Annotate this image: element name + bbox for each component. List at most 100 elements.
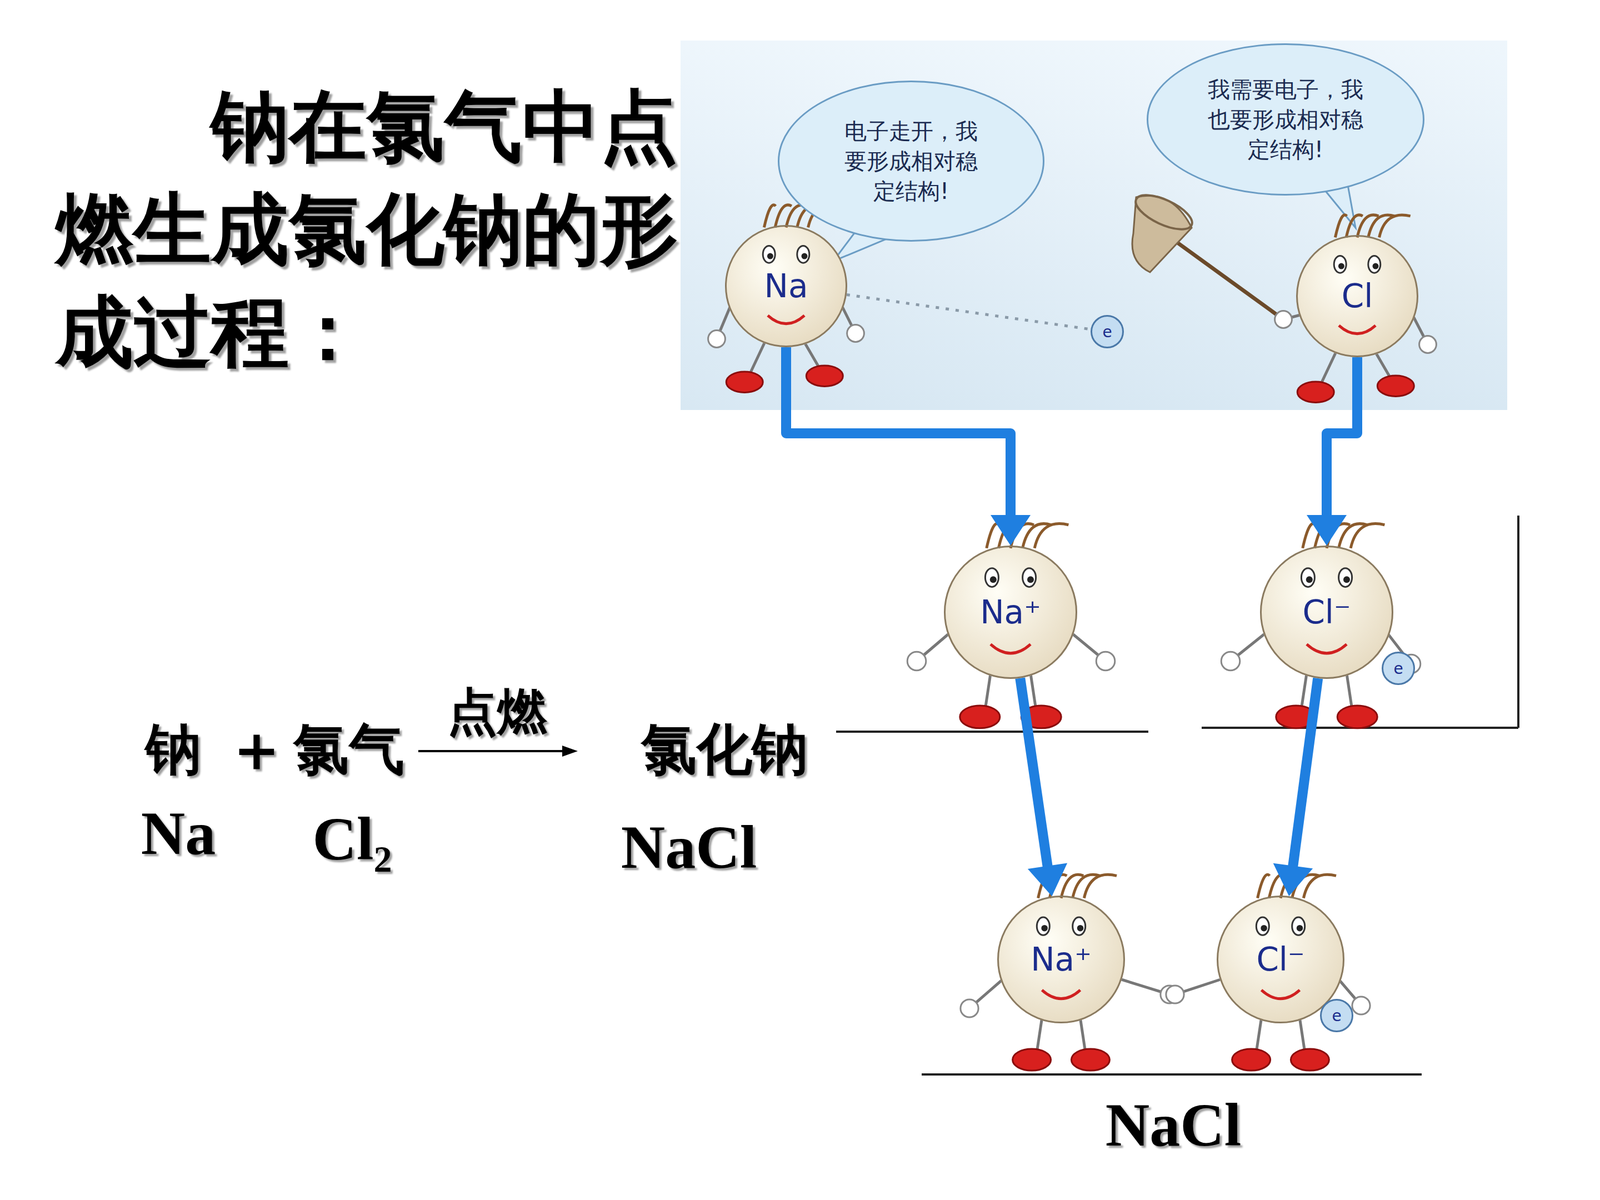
glove xyxy=(1221,651,1240,671)
arrowhead xyxy=(1273,863,1313,897)
eye xyxy=(1072,917,1086,935)
glove xyxy=(907,651,927,671)
net-handle xyxy=(1172,238,1284,320)
hair xyxy=(1302,523,1316,549)
connector-line xyxy=(1020,678,1048,869)
leg xyxy=(1301,673,1307,709)
head-fill xyxy=(725,225,848,348)
hair xyxy=(986,523,1000,549)
cartoon-body xyxy=(1166,874,1370,1071)
glove xyxy=(1419,336,1437,354)
red-shoe xyxy=(1297,381,1334,403)
glove xyxy=(1096,651,1115,671)
reaction-arrow xyxy=(418,750,567,753)
leg xyxy=(1375,352,1392,379)
smile xyxy=(1042,990,1081,999)
symbol-text: e xyxy=(1102,322,1112,342)
glove xyxy=(1352,996,1370,1015)
eye xyxy=(1333,255,1347,273)
glove xyxy=(708,330,726,348)
ion-head: Cl⁻ xyxy=(1260,545,1394,679)
head-fill xyxy=(943,545,1078,679)
eye xyxy=(1338,568,1353,588)
smile xyxy=(767,315,805,324)
red-shoe xyxy=(806,365,843,387)
leg xyxy=(1036,1018,1042,1053)
eye xyxy=(797,245,810,263)
eye xyxy=(762,245,775,263)
leg xyxy=(804,342,820,369)
cartoon-body xyxy=(960,874,1179,1071)
block-arrow xyxy=(1273,678,1319,897)
chemical-formula: Na xyxy=(141,798,216,869)
arrowhead xyxy=(1306,515,1347,546)
pupil xyxy=(1260,925,1268,932)
symbol-text: Cl⁻ xyxy=(1256,940,1305,979)
frame-line xyxy=(1517,515,1520,728)
electron-trail xyxy=(846,294,1091,329)
glove xyxy=(960,999,979,1018)
glove xyxy=(1166,985,1184,1004)
symbol-text: Na⁺ xyxy=(980,593,1042,632)
head-fill xyxy=(1260,545,1394,679)
pupil xyxy=(1027,576,1034,583)
speech-bubble: 电子走开，我要形成相对稳定结构! xyxy=(777,80,1045,242)
hair xyxy=(1350,523,1385,549)
pupil xyxy=(1296,925,1304,932)
red-shoe xyxy=(1377,375,1414,397)
pupil xyxy=(1041,925,1048,932)
top-panel xyxy=(680,40,1508,410)
hair xyxy=(1257,874,1270,898)
butterfly-net xyxy=(1132,195,1192,273)
eye xyxy=(1036,917,1050,935)
speech-text: 电子走开，我要形成相对稳定结构! xyxy=(838,116,984,207)
chemical-formula: Cl₂ xyxy=(312,803,393,875)
pupil xyxy=(1338,263,1345,270)
pupil xyxy=(801,253,808,260)
cartoon-body xyxy=(907,523,1115,729)
eye xyxy=(1301,568,1315,588)
eye xyxy=(1022,568,1037,588)
underline xyxy=(921,1073,1422,1076)
hair xyxy=(1379,215,1411,238)
plus-sign: + xyxy=(233,717,280,783)
underline xyxy=(836,730,1149,733)
symbol-text: Na xyxy=(764,267,809,305)
ion-head: Na⁺ xyxy=(997,895,1125,1024)
red-shoe xyxy=(1012,1048,1052,1071)
speech-bubble: 我需要电子，我也要形成相对稳定结构! xyxy=(1146,43,1425,197)
cartoon-body xyxy=(1221,523,1421,729)
pupil xyxy=(1306,576,1313,583)
pupil xyxy=(1372,263,1379,270)
connector-line xyxy=(1292,678,1318,868)
hair xyxy=(1335,215,1347,238)
hair xyxy=(763,205,776,228)
block-arrow xyxy=(786,347,1031,546)
block-arrow xyxy=(1306,357,1358,546)
electron: e xyxy=(1381,651,1415,685)
red-shoe xyxy=(1337,705,1378,729)
atom-head: Na xyxy=(725,225,848,348)
reaction-arrowhead xyxy=(562,745,578,757)
slide-title: 钠在氯气中点燃生成氯化钠的形成过程： xyxy=(55,75,706,384)
red-shoe xyxy=(960,705,1000,729)
pupil xyxy=(1343,576,1350,583)
symbol-text: e xyxy=(1331,1006,1342,1025)
eye xyxy=(1256,917,1269,935)
chemical-formula: NaCl xyxy=(1105,1090,1242,1161)
symbol-text: Cl⁻ xyxy=(1302,593,1351,632)
reaction-condition: 点燃 xyxy=(447,678,548,747)
speech-text: 我需要电子，我也要形成相对稳定结构! xyxy=(1202,74,1369,165)
symbol-text: Na⁺ xyxy=(1030,940,1092,979)
leg xyxy=(749,342,765,375)
electron: e xyxy=(1320,998,1354,1033)
pupil xyxy=(1077,925,1084,932)
symbol-text: e xyxy=(1393,659,1403,678)
leg xyxy=(985,673,991,709)
smile xyxy=(1261,990,1300,999)
head-fill xyxy=(1296,235,1419,358)
eye xyxy=(985,568,999,588)
symbol-text: Cl xyxy=(1341,277,1374,315)
hair xyxy=(1034,523,1069,549)
